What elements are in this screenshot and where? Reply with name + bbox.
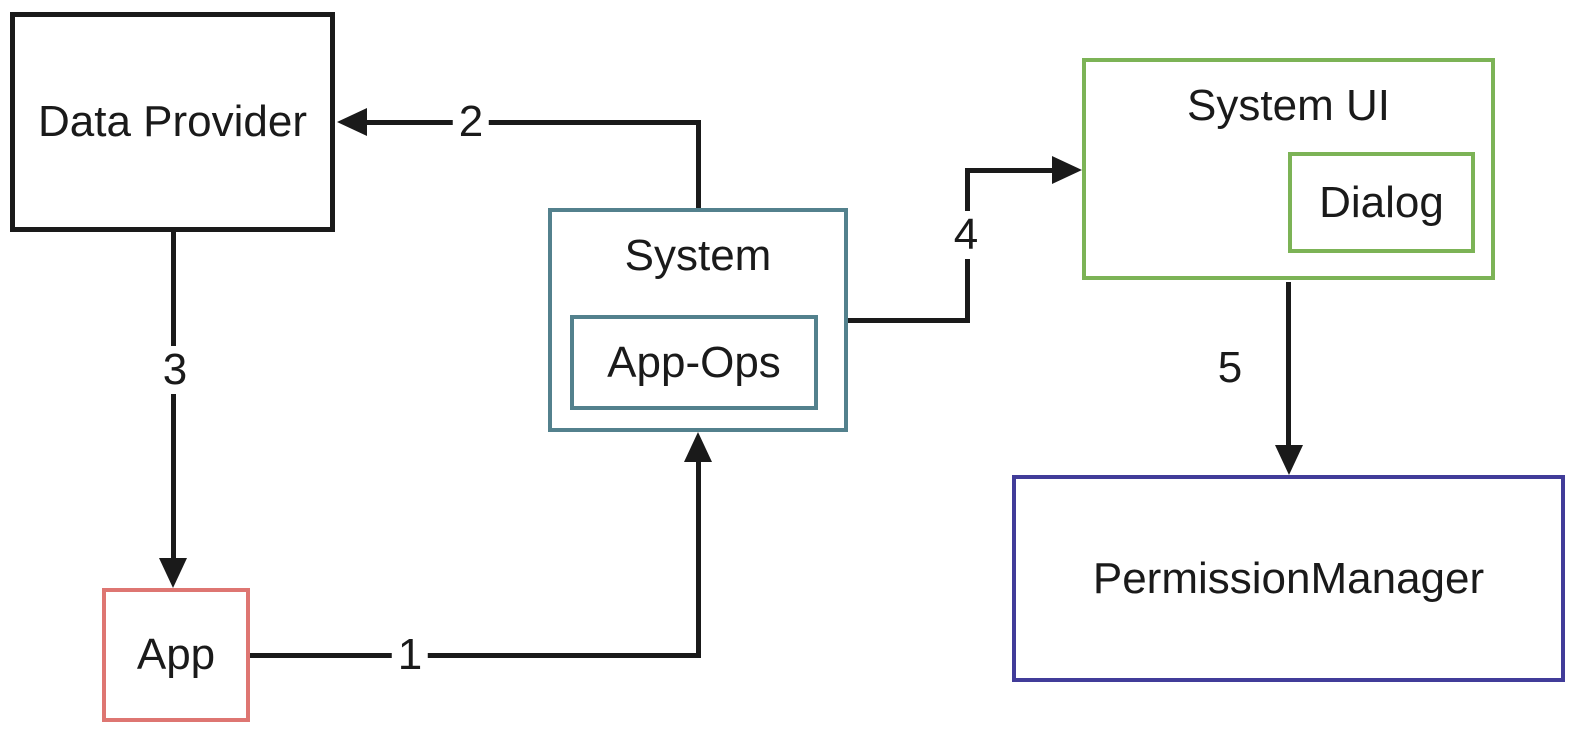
arrow-1-horizontal-segment [248, 653, 701, 658]
app-node: App [102, 588, 250, 722]
data-provider-label: Data Provider [37, 97, 307, 146]
system-label: System [624, 231, 772, 280]
arrow-3-vertical-segment [171, 230, 176, 562]
arrow-2-arrowhead-icon [337, 108, 367, 136]
arrow-5-arrowhead-icon [1275, 445, 1303, 475]
edge-label-4: 4 [947, 211, 985, 259]
app-ops-node: App-Ops [570, 315, 818, 410]
dialog-node: Dialog [1288, 152, 1475, 253]
edge-label-3: 3 [156, 346, 194, 394]
arrow-4-arrowhead-icon [1052, 156, 1082, 184]
dialog-label: Dialog [1319, 177, 1444, 227]
arrow-2-vertical-segment [696, 122, 701, 212]
edge-label-2: 2 [452, 98, 490, 146]
arrow-1-arrowhead-icon [684, 432, 712, 462]
data-provider-node: Data Provider [10, 12, 335, 232]
arrow-5-vertical-segment [1286, 282, 1291, 450]
permission-manager-node: PermissionManager [1012, 475, 1565, 682]
arrow-1-vertical-segment [696, 458, 701, 658]
arrow-3-arrowhead-icon [159, 558, 187, 588]
edge-label-1: 1 [391, 631, 429, 679]
edge-label-5: 5 [1211, 344, 1249, 392]
arrow-4-upper-horizontal-segment [965, 168, 1057, 173]
arrow-4-lower-horizontal-segment [846, 318, 970, 323]
system-ui-label: System UI [1187, 81, 1390, 130]
permission-manager-label: PermissionManager [1092, 553, 1485, 603]
arrow-2-horizontal-segment [350, 120, 701, 125]
app-label: App [136, 630, 216, 679]
app-ops-label: App-Ops [607, 337, 781, 387]
